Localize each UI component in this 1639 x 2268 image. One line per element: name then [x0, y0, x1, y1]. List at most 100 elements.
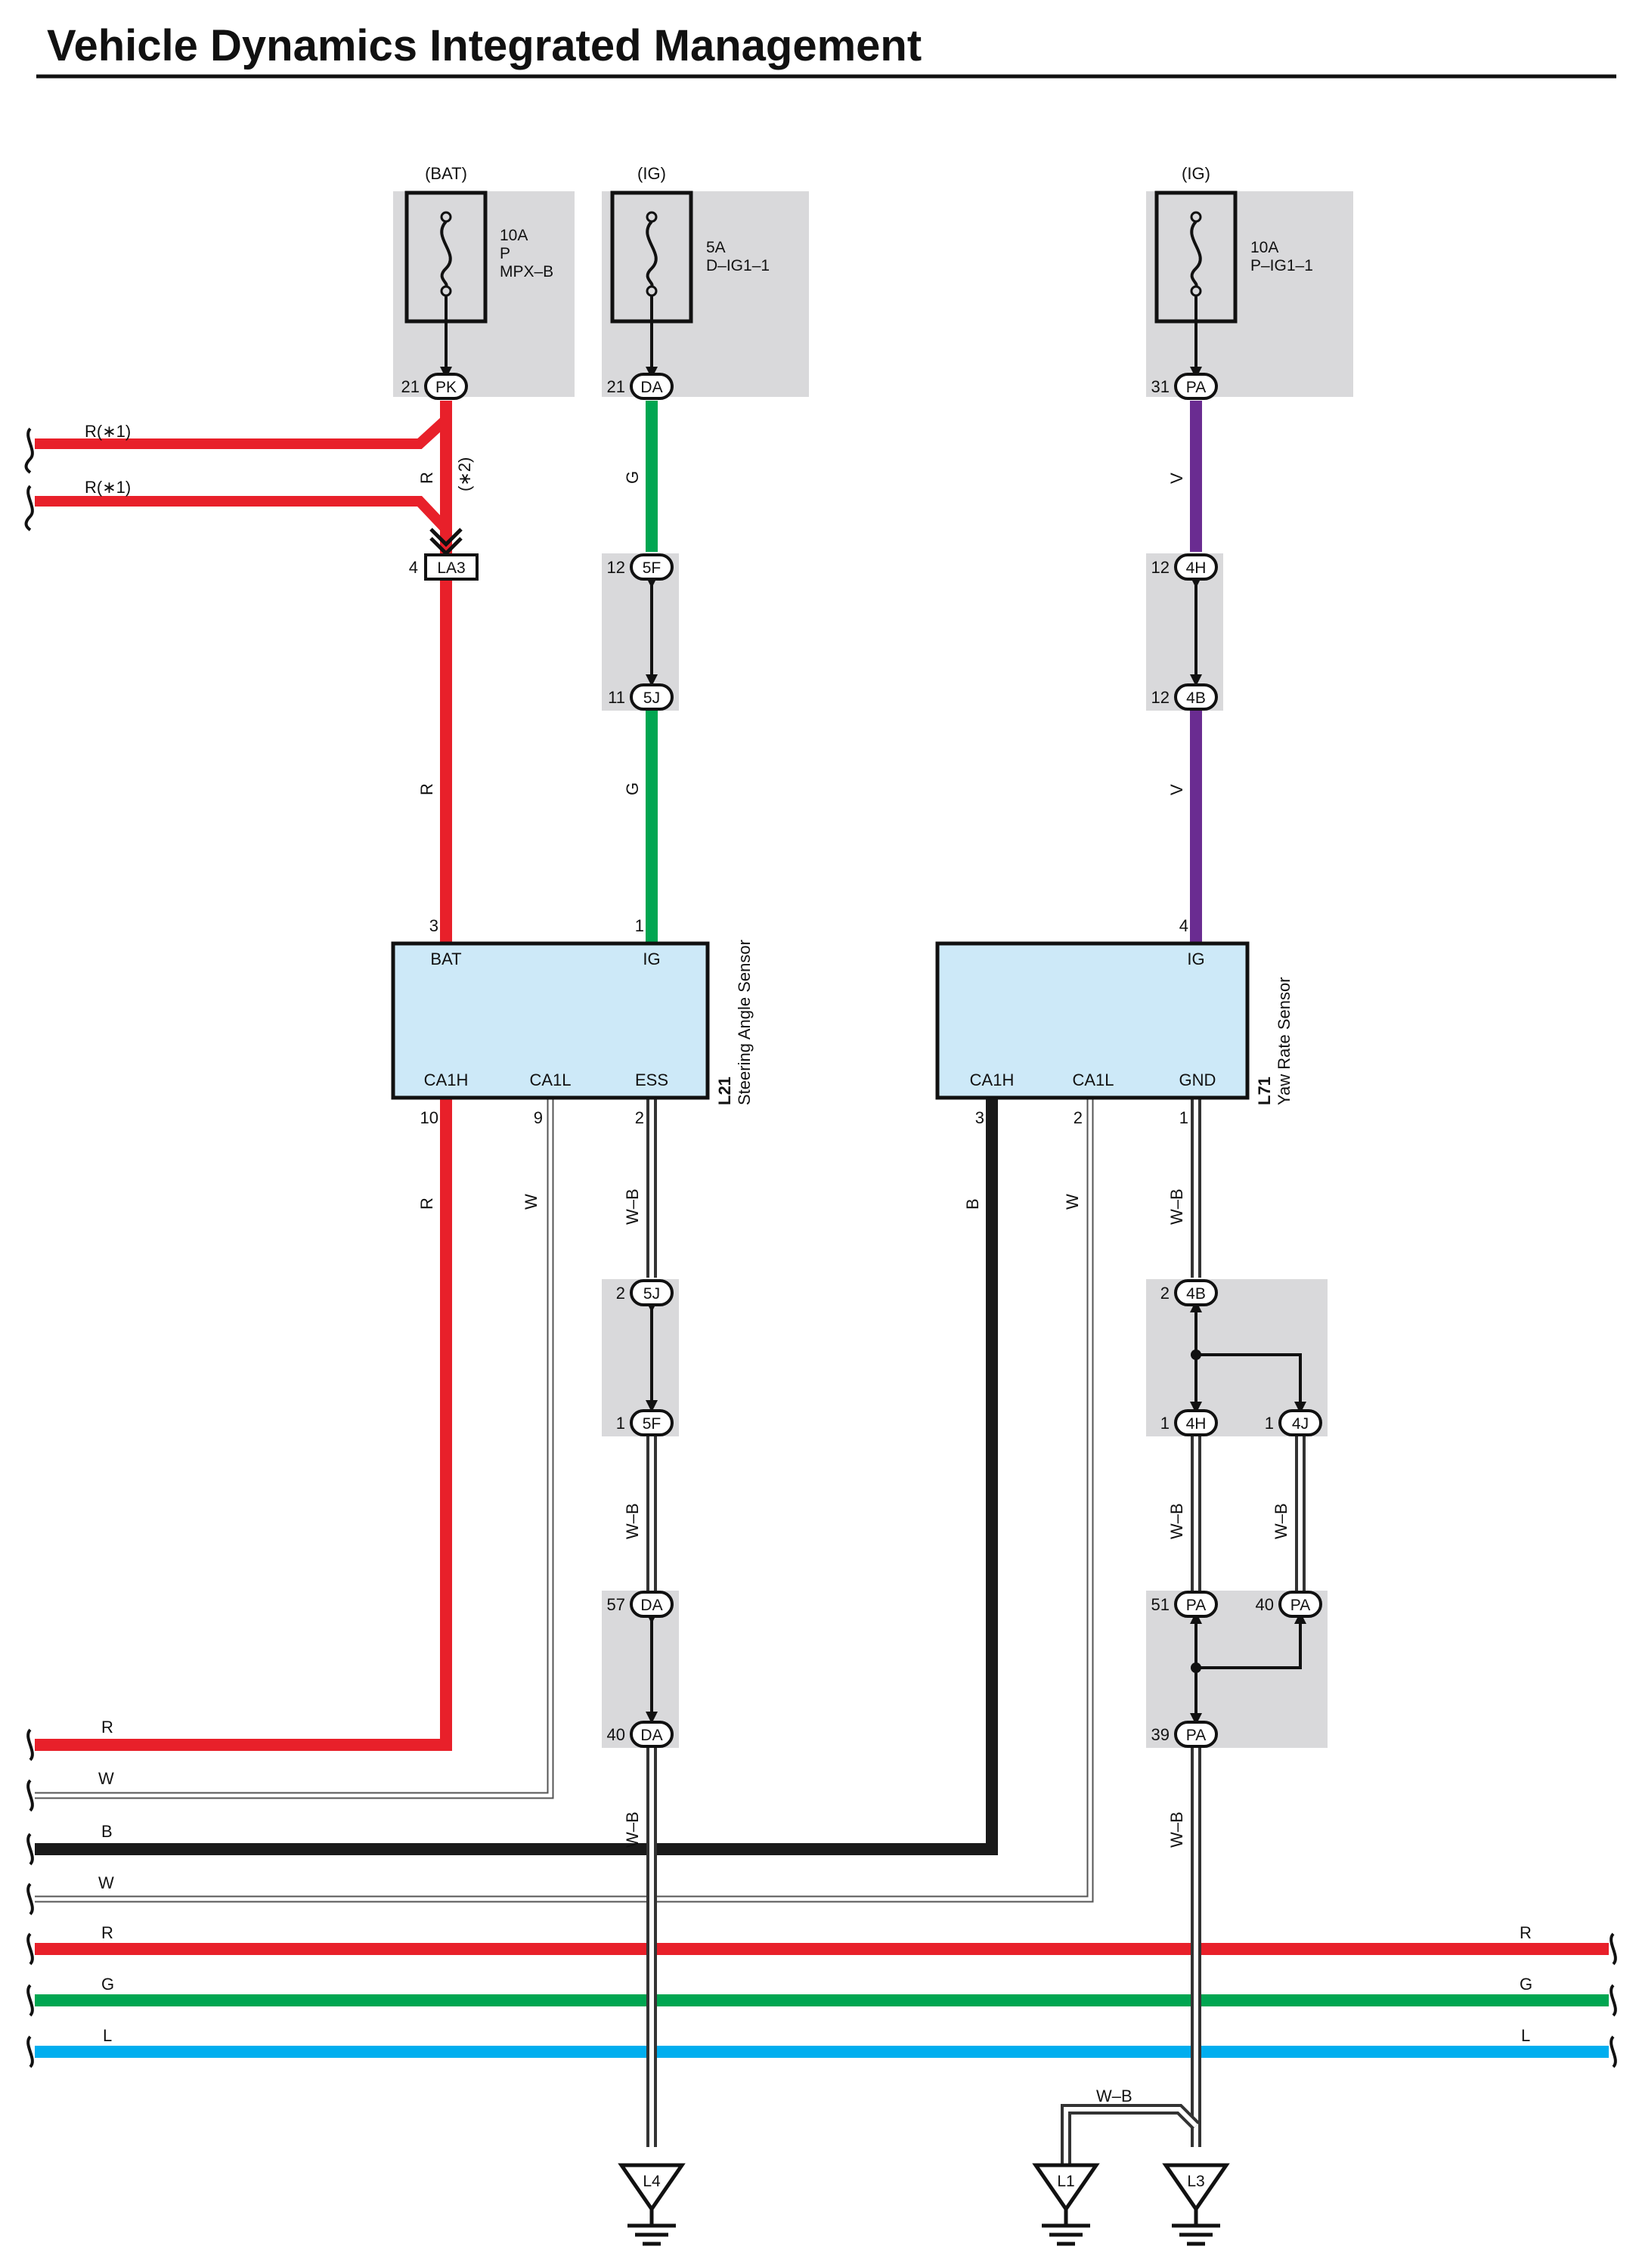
pin-number: 4: [1179, 916, 1188, 935]
power-source-ig: (IG): [1182, 164, 1210, 183]
component-name: Yaw Rate Sensor: [1275, 977, 1294, 1105]
fuse-amp: 10A: [500, 227, 528, 244]
pin-number: 1: [635, 916, 644, 935]
black-ca1h-wire: [35, 1098, 998, 1855]
wire-label: B: [101, 1822, 113, 1841]
ground-label: L1: [1057, 2173, 1074, 2190]
pin-number: 10: [420, 1108, 438, 1127]
pin-number: 12: [1151, 688, 1170, 707]
component-name: Steering Angle Sensor: [735, 940, 754, 1105]
white-ca1l-wire: [35, 1098, 554, 1799]
wb-gnd-wire: [1061, 1098, 1306, 2177]
pin-number: 2: [635, 1108, 644, 1127]
pin-number: 39: [1151, 1725, 1170, 1744]
ground-label: L3: [1187, 2173, 1204, 2190]
wire-label: R: [101, 1718, 113, 1737]
terminal-bat: BAT: [430, 950, 461, 968]
pin-number: 12: [1151, 558, 1170, 577]
wire-label: W–B: [1096, 2087, 1132, 2105]
connector-4j: [1278, 1409, 1322, 1436]
connector-label: PA: [1186, 1597, 1206, 1614]
connector-da-57: [630, 1591, 674, 1618]
fuse-line2: D–IG1–1: [706, 257, 770, 274]
wire-label: R: [417, 472, 436, 484]
yaw-rate-sensor: IG CA1H CA1L GND L71 Yaw Rate Sensor: [935, 941, 1294, 1105]
wire-label: V: [1167, 784, 1186, 795]
wire-label: R: [1520, 1923, 1532, 1942]
connector-da: [630, 373, 674, 400]
ground-l1: [1032, 2163, 1100, 2246]
ground-l3: [1162, 2163, 1230, 2246]
terminal-ca1l: CA1L: [529, 1070, 571, 1089]
steering-angle-sensor: BAT IG CA1H CA1L ESS L21 Steering Angle …: [391, 940, 754, 1105]
wire-label: G: [1520, 1975, 1532, 1994]
connector-pa-40: [1278, 1591, 1322, 1618]
red-ca1h-wire: [35, 1098, 452, 1751]
wire-label: R(∗1): [85, 478, 131, 497]
connector-5j: [630, 683, 674, 711]
wire-label: G: [101, 1975, 114, 1994]
terminal-ess: ESS: [635, 1070, 668, 1089]
terminal-ca1h: CA1H: [424, 1070, 469, 1089]
connector-4h: [1174, 553, 1218, 581]
fuse-amp: 10A: [1250, 239, 1278, 256]
pin-number: 40: [607, 1725, 625, 1744]
connector-5f-b: [630, 1409, 674, 1436]
connector-label: 4J: [1292, 1415, 1309, 1433]
connector-pa-51: [1174, 1591, 1218, 1618]
connector-label: 4H: [1186, 559, 1207, 577]
connector-4h-b: [1174, 1409, 1218, 1436]
connector-label: 4B: [1186, 1285, 1206, 1303]
power-source-bat: (BAT): [425, 164, 467, 183]
pin-number: 1: [1265, 1414, 1274, 1433]
fuse-line2: P–IG1–1: [1250, 257, 1313, 274]
connector-5j-b: [630, 1279, 674, 1306]
wire-label: V: [1167, 472, 1186, 484]
connector-label: LA3: [437, 559, 465, 577]
wire-label: W: [98, 1873, 114, 1892]
terminal-ca1l: CA1L: [1072, 1070, 1114, 1089]
fuse-mpx-b: 10A P MPX–B: [404, 191, 553, 379]
wire-label: R(∗1): [85, 422, 131, 441]
power-source-ig: (IG): [637, 164, 666, 183]
connector-pk: [424, 373, 468, 400]
white-ca1l-wire-2: [35, 1098, 1094, 1903]
connector-label: 5F: [643, 1415, 661, 1433]
wire-label: W–B: [623, 1188, 642, 1225]
connector-label: PA: [1186, 1727, 1206, 1744]
pin-number: 1: [1160, 1414, 1170, 1433]
connector-label: 5F: [643, 559, 661, 577]
connector-label: PA: [1186, 379, 1206, 396]
wire-label: W–B: [1272, 1503, 1290, 1539]
red-feed-wires: [35, 401, 463, 943]
wire-label: R: [417, 783, 436, 795]
connector-pa: [1174, 373, 1218, 400]
wire-label: R: [417, 1198, 436, 1210]
connector-pa-39: [1174, 1721, 1218, 1748]
fuse-line3: MPX–B: [500, 263, 553, 280]
fuse-d-ig1-1: 5A D–IG1–1: [610, 191, 770, 379]
connector-4b: [1174, 683, 1218, 711]
connector-label: 5J: [643, 689, 660, 707]
pin-number: 3: [975, 1108, 984, 1127]
pin-number: 21: [607, 377, 625, 396]
pin-number: 2: [1160, 1284, 1170, 1303]
wire-label: G: [623, 782, 642, 795]
connector-label: DA: [640, 1597, 662, 1614]
pin-number: 9: [534, 1108, 543, 1127]
pin-number: 3: [429, 916, 438, 935]
terminal-ig: IG: [1187, 950, 1204, 968]
pin-number: 31: [1151, 377, 1170, 396]
pin-number: 51: [1151, 1595, 1170, 1614]
pin-number: 11: [608, 688, 625, 707]
pin-number: 1: [1179, 1108, 1188, 1127]
terminal-ca1h: CA1H: [970, 1070, 1015, 1089]
connector-da-40: [630, 1721, 674, 1748]
ground-label: L4: [643, 2173, 661, 2190]
connector-label: PA: [1290, 1597, 1310, 1614]
pin-number: 40: [1256, 1595, 1274, 1614]
connector-4b-b: [1174, 1279, 1218, 1306]
wire-label: L: [1521, 2026, 1530, 2045]
